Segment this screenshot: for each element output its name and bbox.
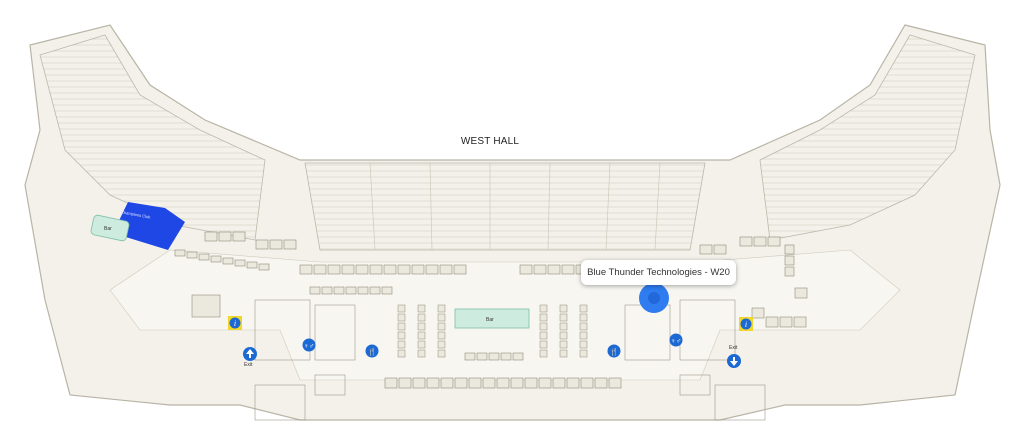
bar-center[interactable] xyxy=(454,308,530,329)
exit-down-icon[interactable] xyxy=(727,354,741,368)
hall-title: WEST HALL xyxy=(460,136,520,147)
info-icon[interactable]: i xyxy=(739,317,753,331)
booth-tooltip[interactable]: Blue Thunder Technologies - W20 xyxy=(581,260,736,285)
restroom-block-left xyxy=(254,299,311,361)
bar-left[interactable] xyxy=(90,214,130,242)
svg-text:♀♂: ♀♂ xyxy=(671,338,682,345)
info-icon[interactable]: i xyxy=(228,316,242,330)
food-icon[interactable]: 🍴 xyxy=(365,344,379,358)
restroom-icon[interactable]: ♀♂ xyxy=(302,338,316,352)
seating-section-center xyxy=(304,162,706,251)
svg-text:i: i xyxy=(745,320,747,329)
location-pin-icon[interactable] xyxy=(639,283,669,313)
bar-left-label: Bar xyxy=(104,226,112,232)
service-room-left xyxy=(314,304,356,361)
svg-text:🍴: 🍴 xyxy=(610,347,619,356)
seating-section-left xyxy=(39,34,266,241)
annex-right xyxy=(714,384,766,421)
exit-label-left: Exit xyxy=(244,362,253,368)
restroom-block-right xyxy=(679,299,736,361)
exit-up-icon[interactable] xyxy=(243,347,257,361)
stair-right xyxy=(679,374,711,396)
exit-label-right: Exit xyxy=(729,345,738,351)
champions-club-area[interactable] xyxy=(113,202,185,250)
food-icon[interactable]: 🍴 xyxy=(607,344,621,358)
bar-center-label: Bar xyxy=(486,317,494,323)
svg-text:🍴: 🍴 xyxy=(368,347,377,356)
restroom-icon[interactable]: ♀♂ xyxy=(669,333,683,347)
svg-text:i: i xyxy=(234,319,236,328)
seating-section-right xyxy=(759,34,976,241)
svg-text:♀♂: ♀♂ xyxy=(304,343,315,350)
booth-tooltip-label: Blue Thunder Technologies - W20 xyxy=(587,267,730,278)
annex-left xyxy=(254,384,306,421)
stair-left xyxy=(314,374,346,396)
